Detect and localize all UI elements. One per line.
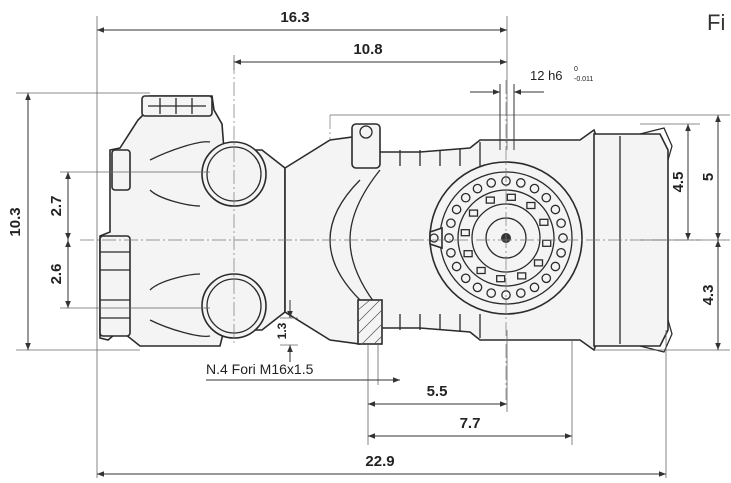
top-boss [351,123,381,169]
flange-hole [515,178,526,188]
flange-slot [496,275,506,283]
flange-slot [533,259,544,267]
dimension-lines [25,27,721,477]
flange-hole [472,282,483,293]
dim-label-2-7: 2.7 [48,196,65,217]
dim-label-10-8: 10.8 [353,41,382,58]
flange-hole [472,183,483,194]
flange-hole [451,261,462,272]
flange-hole [460,192,471,203]
flange-hole [446,218,456,229]
dim-label-5-5: 5.5 [427,383,448,400]
dim-label-22-9: 22.9 [365,453,394,470]
left-plug-upper [111,149,131,191]
dim-label-2-6: 2.6 [48,264,65,285]
flange-slot [539,218,549,226]
center-lines [80,60,700,400]
flange-hole [529,183,540,194]
flange-hole [556,218,566,229]
flange-hole [556,247,566,258]
flange-hole [541,273,552,284]
pump-body [99,95,673,353]
flange-slot [463,250,473,258]
flange-slot [468,209,479,217]
flange-hole [529,282,540,293]
flange-hole [550,261,561,272]
dim-label-shaft-tol-upper: 0 [574,66,578,73]
dim-label-1-3: 1.3 [275,322,289,339]
dim-label-10-3: 10.3 [7,207,24,236]
corner-label: Fi [707,10,725,35]
flange-hole [558,233,568,243]
dim-label-5: 5 [700,173,717,181]
dim-label-shaft-tol-lower: -0.011 [574,76,593,83]
flange-slot [476,266,486,275]
flange-slot [460,229,470,237]
flange-hole [550,204,561,215]
flange-slot [517,272,527,280]
flange-slot [485,196,495,204]
flange-hole [541,192,552,203]
flange-hole [486,178,497,188]
flange-hole [446,247,456,258]
dim-label-7-7: 7.7 [460,415,481,432]
dim-label-4-3: 4.3 [700,285,717,306]
flange-slot [506,193,516,201]
note-holes: N.4 Fori M16x1.5 [206,361,314,377]
flange-hole [460,273,471,284]
left-plug-lower [99,235,131,337]
flange-hole [515,288,526,298]
flange-hole [444,233,454,243]
extension-lines [16,16,730,478]
dim-label-16-3: 16.3 [280,9,309,26]
flange-slot [526,201,536,210]
flange-hole [451,204,462,215]
dim-label-4-5: 4.5 [670,172,687,193]
dim-label-shaft: 12 h6 [530,68,563,83]
flange-hole [486,288,497,298]
